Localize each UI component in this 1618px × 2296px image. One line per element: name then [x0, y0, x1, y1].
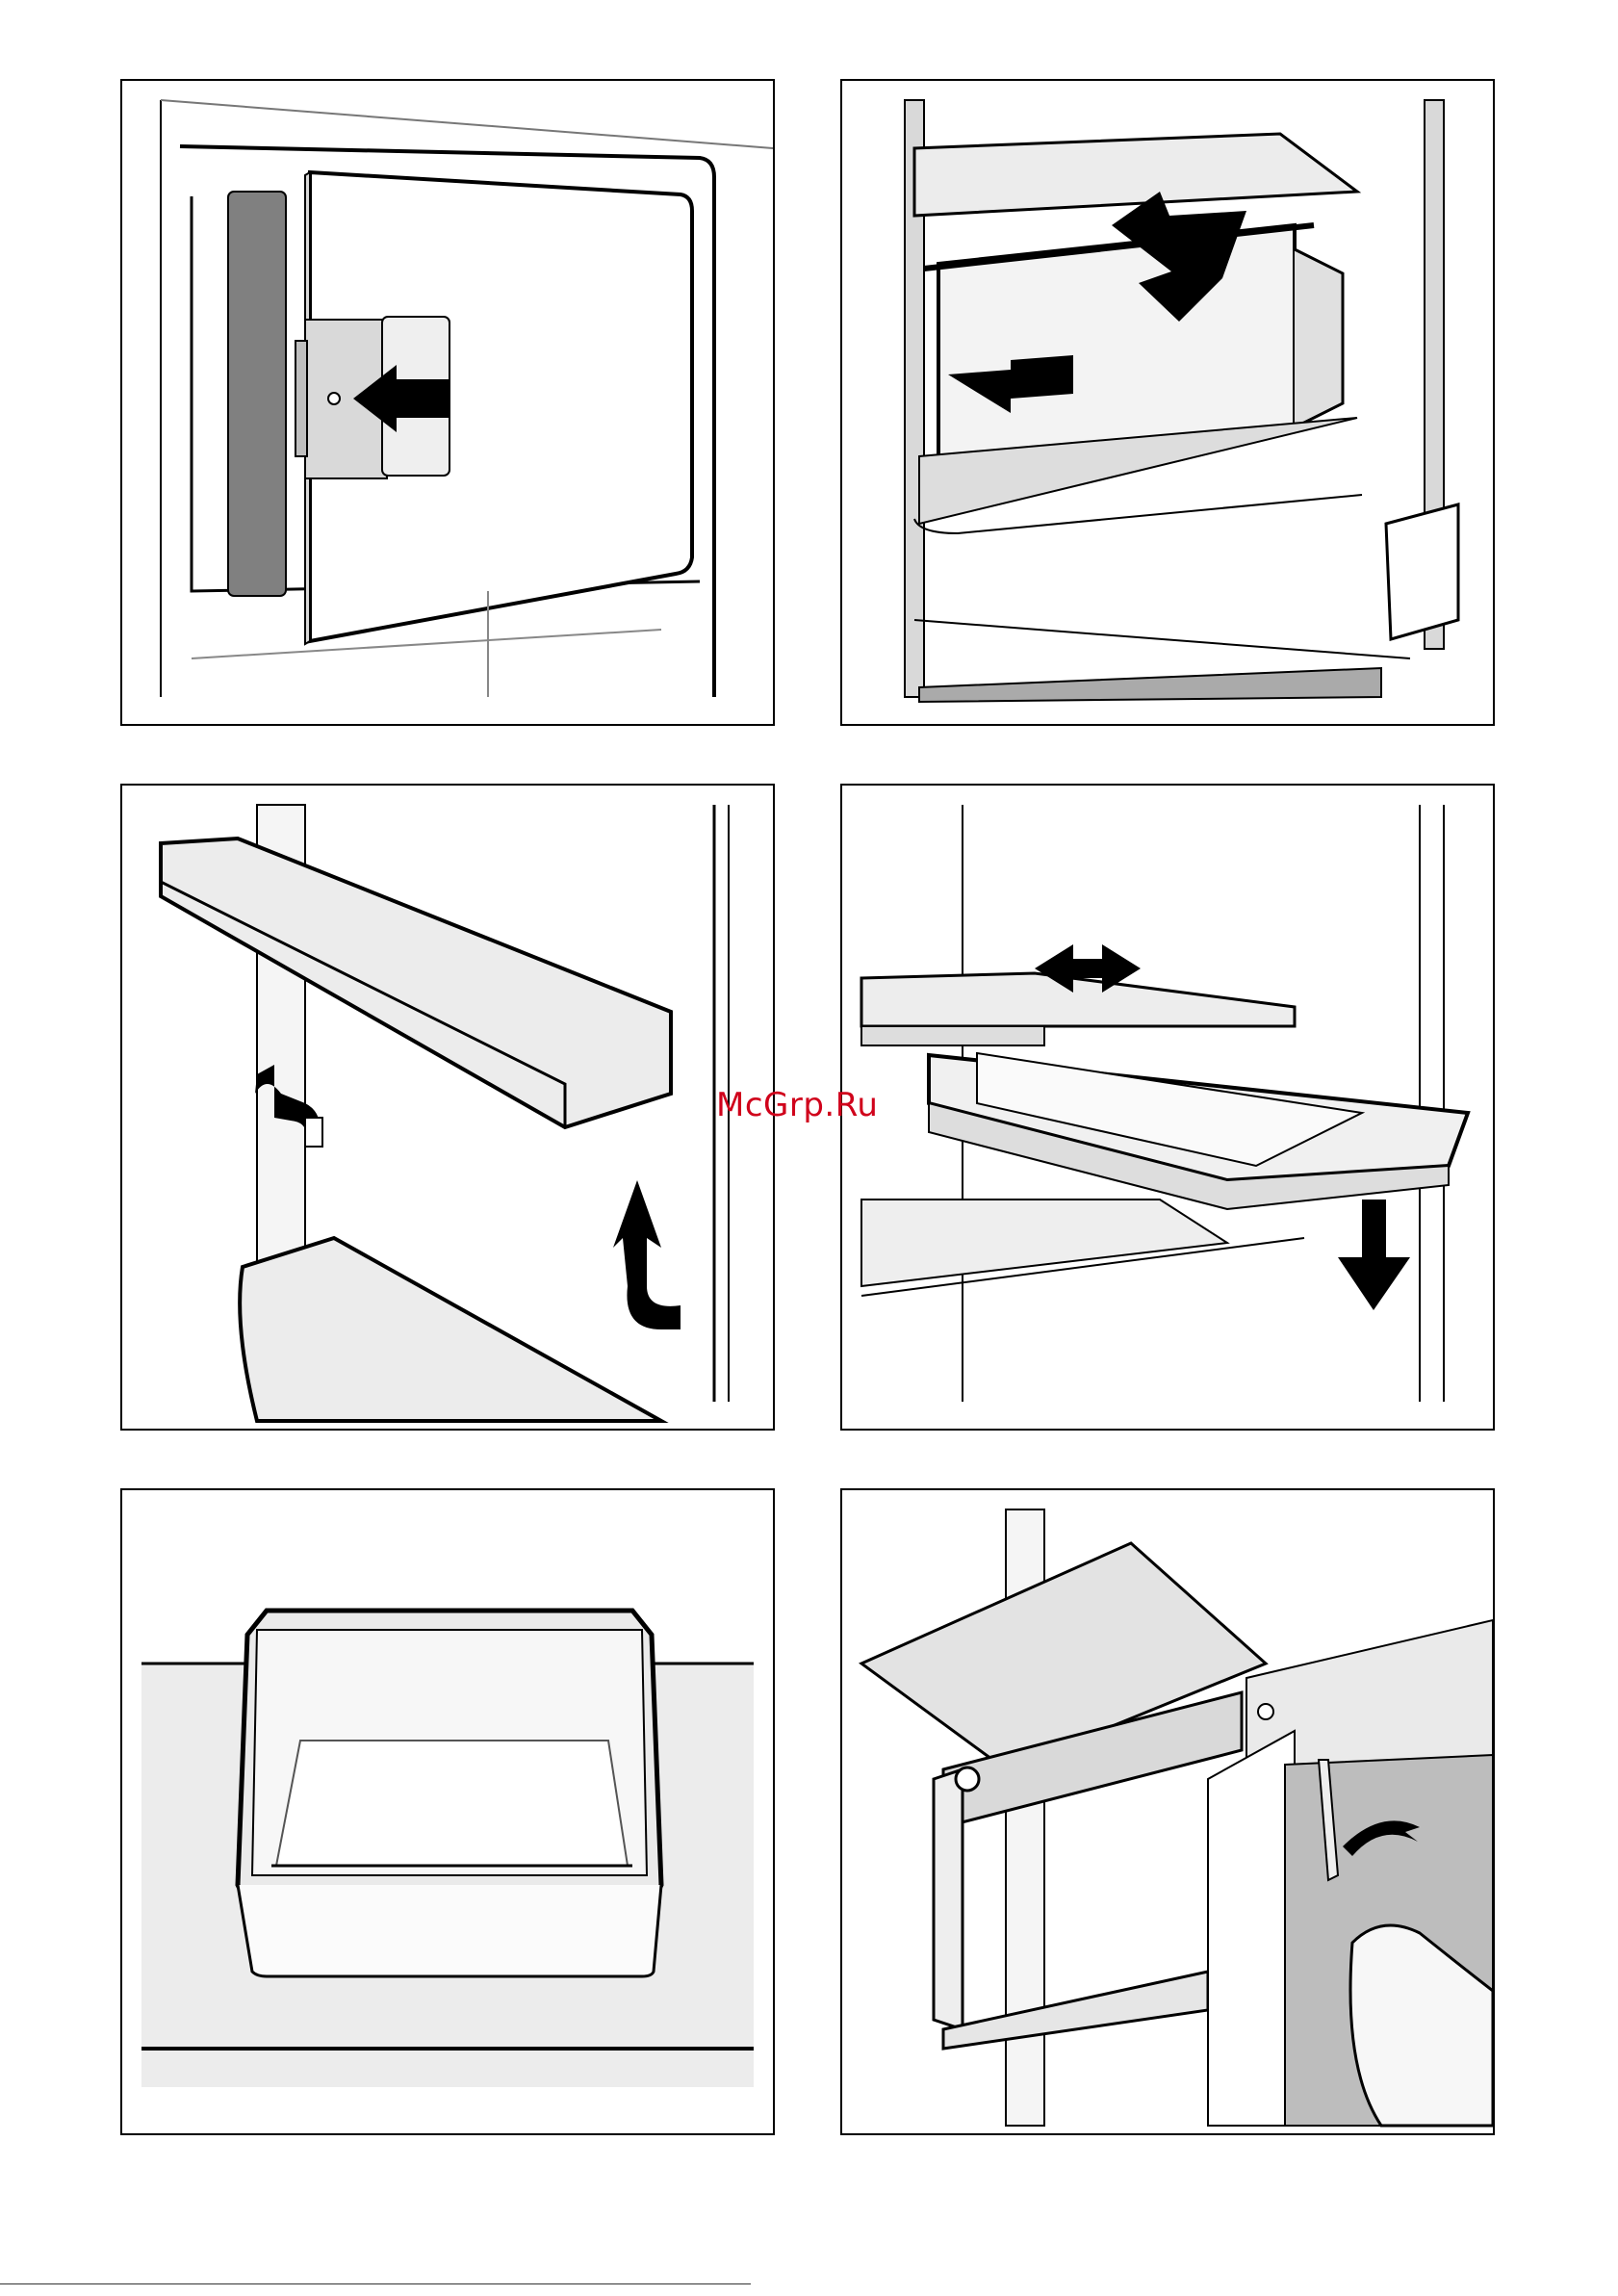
watermark-text: McGrp.Ru — [716, 1086, 878, 1124]
door-shelf-drawing — [122, 786, 773, 1429]
hinge-release-drawing — [842, 1490, 1493, 2133]
illustration-panel-sliding-shelf — [840, 784, 1495, 1431]
illustration-panel-hinge-release — [840, 1488, 1495, 2135]
storage-box-drawing — [122, 1490, 773, 2133]
footer-rule — [0, 2283, 751, 2284]
illustration-panel-drawer-removal — [840, 79, 1495, 726]
sliding-shelf-drawing — [842, 786, 1493, 1429]
illustration-panel-storage-box — [120, 1488, 775, 2135]
illustration-panel-door-release — [120, 79, 775, 726]
drawer-removal-drawing — [842, 81, 1493, 724]
door-release-drawing — [122, 81, 773, 724]
illustration-panel-door-shelf — [120, 784, 775, 1431]
